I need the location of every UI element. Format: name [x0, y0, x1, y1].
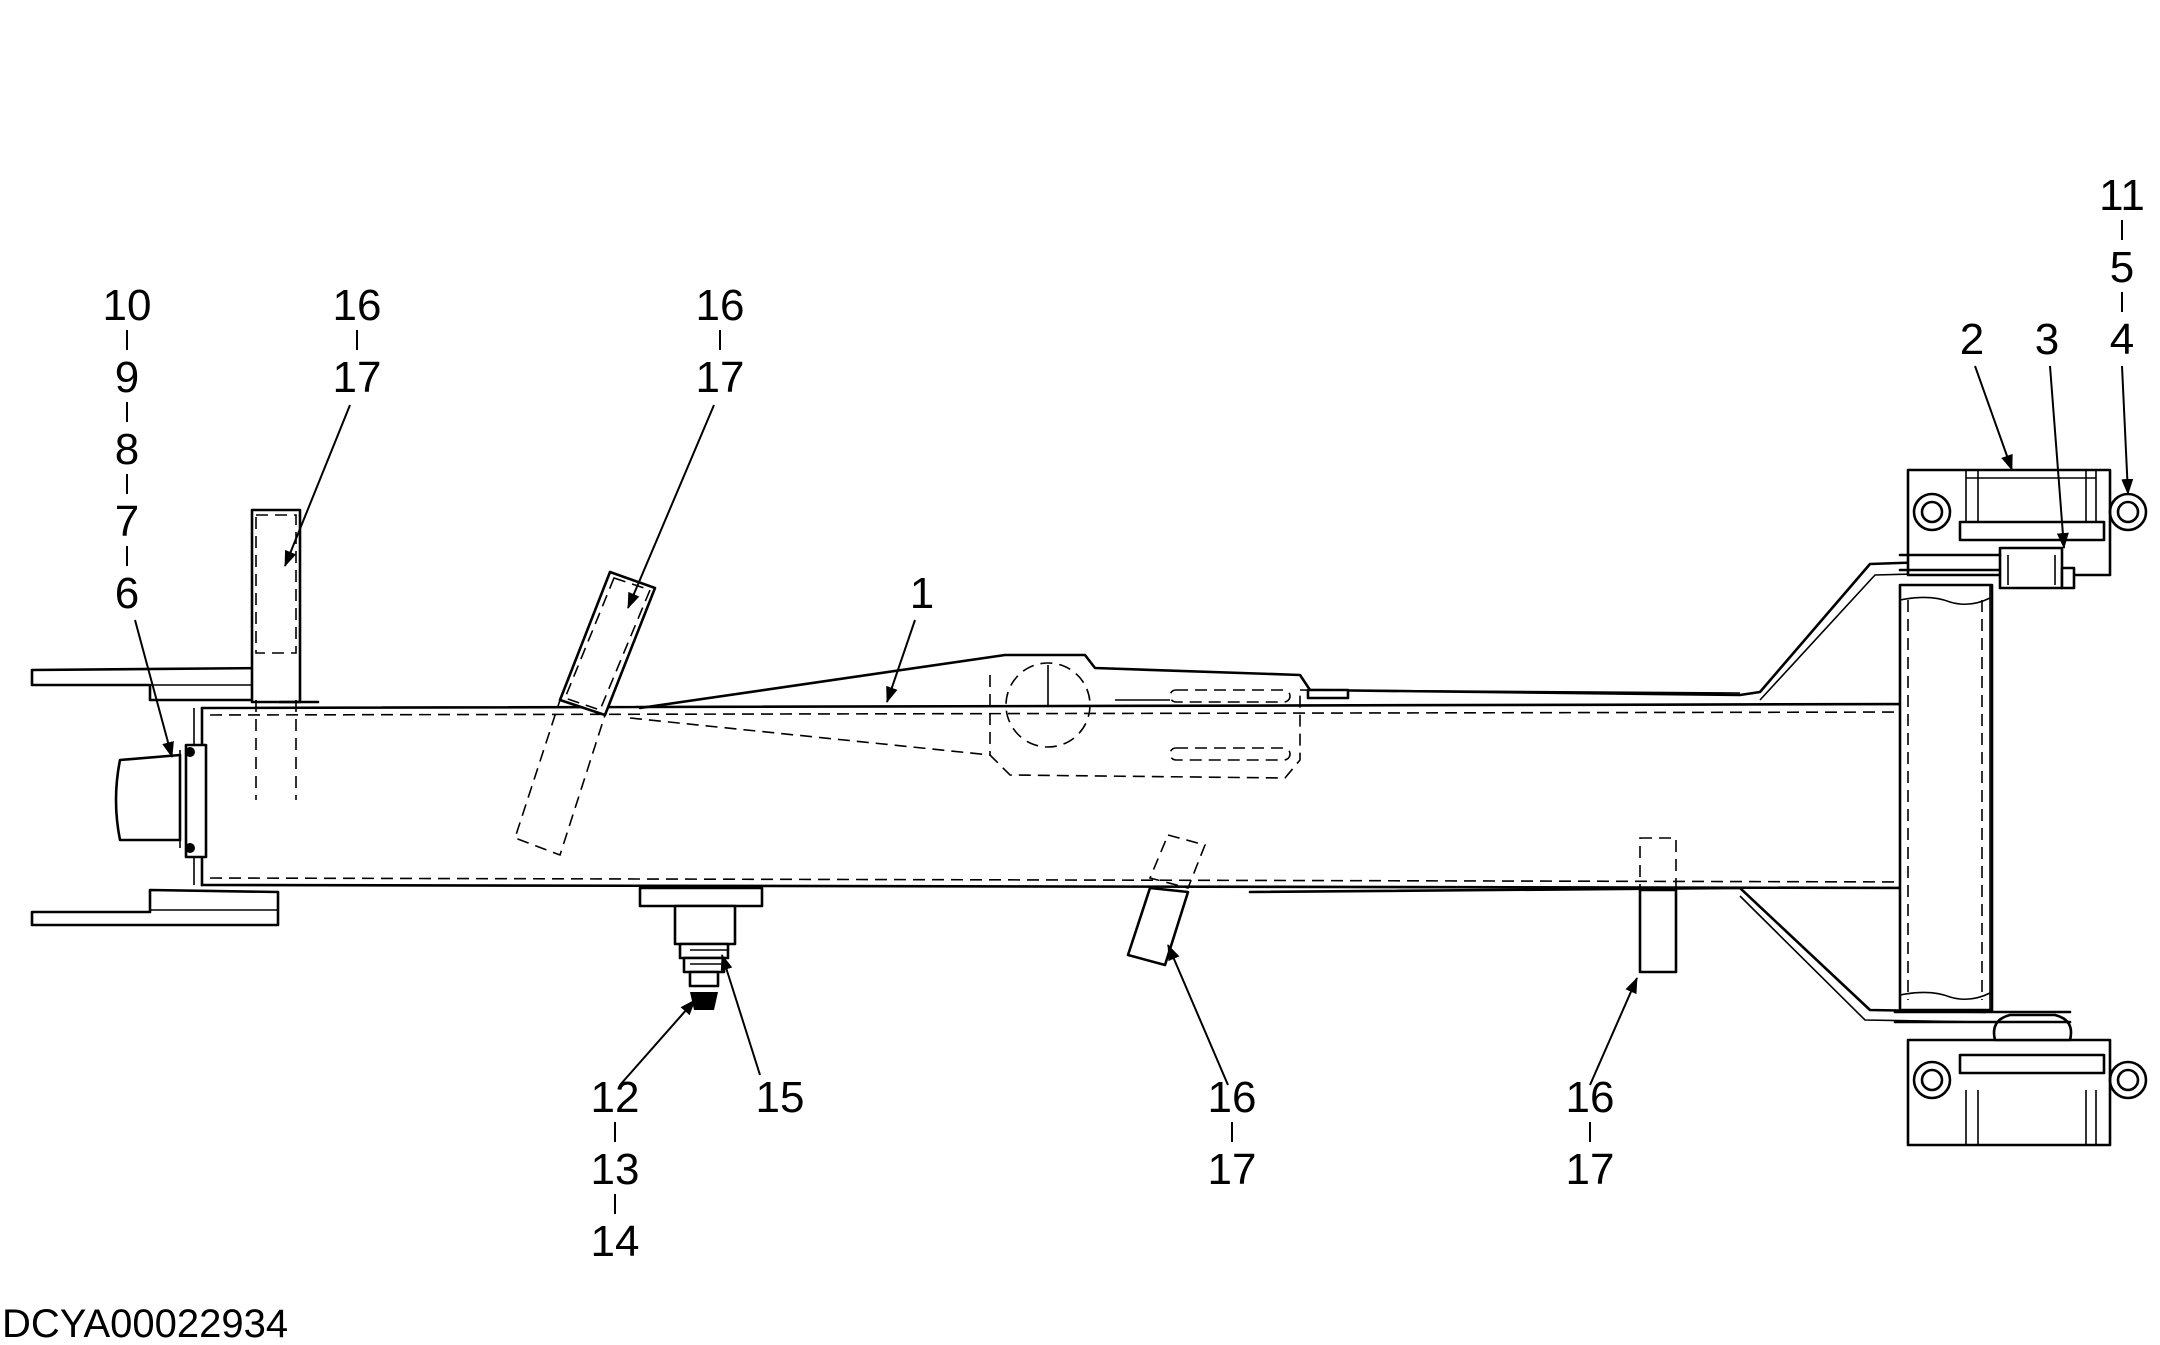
callout-11: 11 [2099, 171, 2145, 220]
callout-16: 16 [333, 281, 382, 330]
callout-16: 16 [696, 281, 745, 330]
lower-bracket [1893, 1010, 2148, 1147]
callout-12: 12 [591, 1073, 640, 1122]
callout-16: 16 [1566, 1073, 1615, 1122]
callout-1: 1 [910, 569, 934, 618]
callout-4: 4 [2110, 315, 2134, 364]
callout-17: 17 [696, 353, 745, 402]
callout-main-frame: 1 [886, 569, 934, 703]
main-frame [193, 558, 1987, 1023]
callout-fitting-tip: 15 [720, 954, 805, 1122]
grease-fitting [638, 886, 764, 1010]
callout-14: 14 [591, 1217, 640, 1266]
callout-17: 17 [333, 353, 382, 402]
vertical-pad-lower [1638, 837, 1678, 974]
callout-lower-pad-a: 16 17 [1167, 944, 1257, 1194]
callout-lower-fitting: 12 13 14 [591, 999, 696, 1266]
upper-bracket [1898, 468, 2148, 590]
callout-3: 3 [2035, 315, 2059, 364]
left-clevis [30, 508, 320, 927]
drawing-code: DCYA00022934 [2, 1302, 288, 1345]
callout-5: 5 [2110, 243, 2134, 292]
callout-top-right-stack: 11 5 4 [2099, 171, 2145, 495]
callout-upper-pad-a: 16 17 [284, 281, 382, 567]
callout-bracket: 2 [1960, 315, 2013, 471]
callout-17: 17 [1208, 1145, 1257, 1194]
callout-13: 13 [591, 1145, 640, 1194]
angled-pad-lower [1126, 834, 1207, 967]
callout-17: 17 [1566, 1145, 1615, 1194]
callout-7: 7 [115, 497, 139, 546]
callout-upper-pad-b: 16 17 [627, 281, 745, 609]
callout-lower-pad-b: 16 17 [1566, 977, 1638, 1194]
callout-left-stack: 10 9 8 7 6 [103, 281, 174, 758]
callout-9: 9 [115, 353, 139, 402]
callout-10: 10 [103, 281, 152, 330]
right-cross-tube [1898, 583, 1994, 1012]
callout-16: 16 [1208, 1073, 1257, 1122]
callout-8: 8 [115, 425, 139, 474]
callout-bushing: 3 [2035, 315, 2069, 549]
callout-2: 2 [1960, 315, 1984, 364]
callout-15: 15 [756, 1073, 805, 1122]
callout-6: 6 [115, 569, 139, 618]
